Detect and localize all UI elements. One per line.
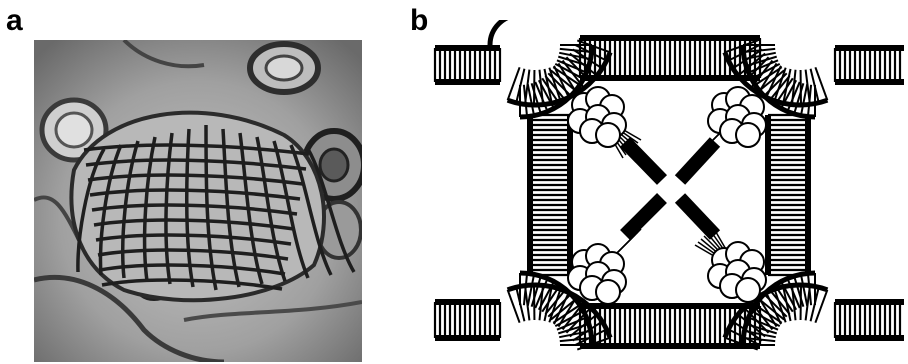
vesicle [320, 149, 348, 181]
junction-schematic [430, 20, 908, 364]
panel-b-label: b [410, 6, 428, 36]
vesicle [266, 56, 302, 80]
particle [736, 123, 760, 147]
cross-strand [625, 142, 662, 180]
cross-strand [680, 142, 715, 180]
membrane-edge [490, 20, 520, 45]
particle [596, 280, 620, 304]
cross-strand [625, 198, 662, 235]
particle [736, 278, 760, 302]
cross-strand [680, 198, 715, 235]
panel-a-label: a [6, 6, 23, 36]
vesicle [56, 113, 92, 147]
electron-micrograph [34, 40, 362, 362]
particle [596, 123, 620, 147]
